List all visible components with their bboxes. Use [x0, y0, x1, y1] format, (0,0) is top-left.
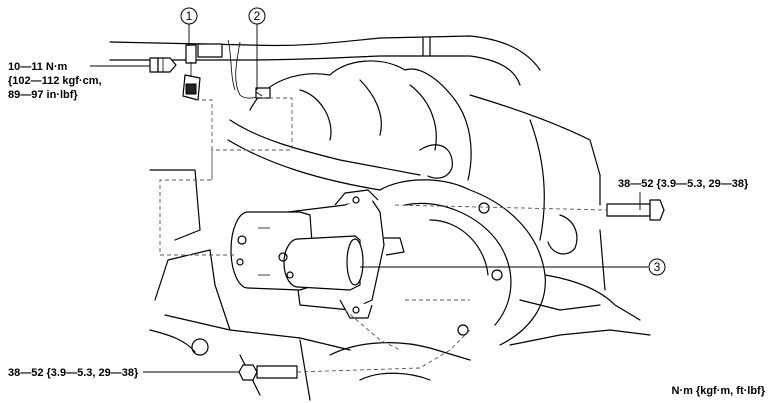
- callout-1-number: 1: [186, 9, 193, 23]
- upper-bolt-torque: 38—52 {3.9—5.3, 29—38}: [618, 178, 749, 190]
- lower-bolt-torque: 38—52 {3.9—5.3, 29—38}: [8, 367, 139, 379]
- engine-block-outline: [149, 60, 651, 401]
- wire-harness: [109, 35, 541, 99]
- connector: [255, 87, 271, 99]
- upper-mounting-bolt: [606, 199, 665, 221]
- ground-terminal: [182, 43, 223, 101]
- lower-mounting-bolt: [238, 364, 298, 381]
- callout-1: 1: [180, 7, 198, 25]
- mounting-nut: [149, 57, 177, 73]
- nut-torque-line-1: 10—11 N·m: [8, 61, 68, 73]
- callout-2-number: 2: [254, 9, 261, 23]
- leader-lines: [90, 24, 648, 373]
- nut-torque-line-2: {102—112 kgf·cm,: [8, 75, 102, 87]
- callout-2: 2: [248, 7, 266, 25]
- starter-motor: [230, 189, 405, 319]
- callout-3: 3: [648, 258, 666, 276]
- alignment-lines: [159, 97, 608, 373]
- units-note: N·m {kgf·m, ft·lbf}: [672, 385, 766, 397]
- nut-torque-line-3: 89—97 in·lbf}: [8, 89, 78, 101]
- callout-3-number: 3: [654, 260, 661, 274]
